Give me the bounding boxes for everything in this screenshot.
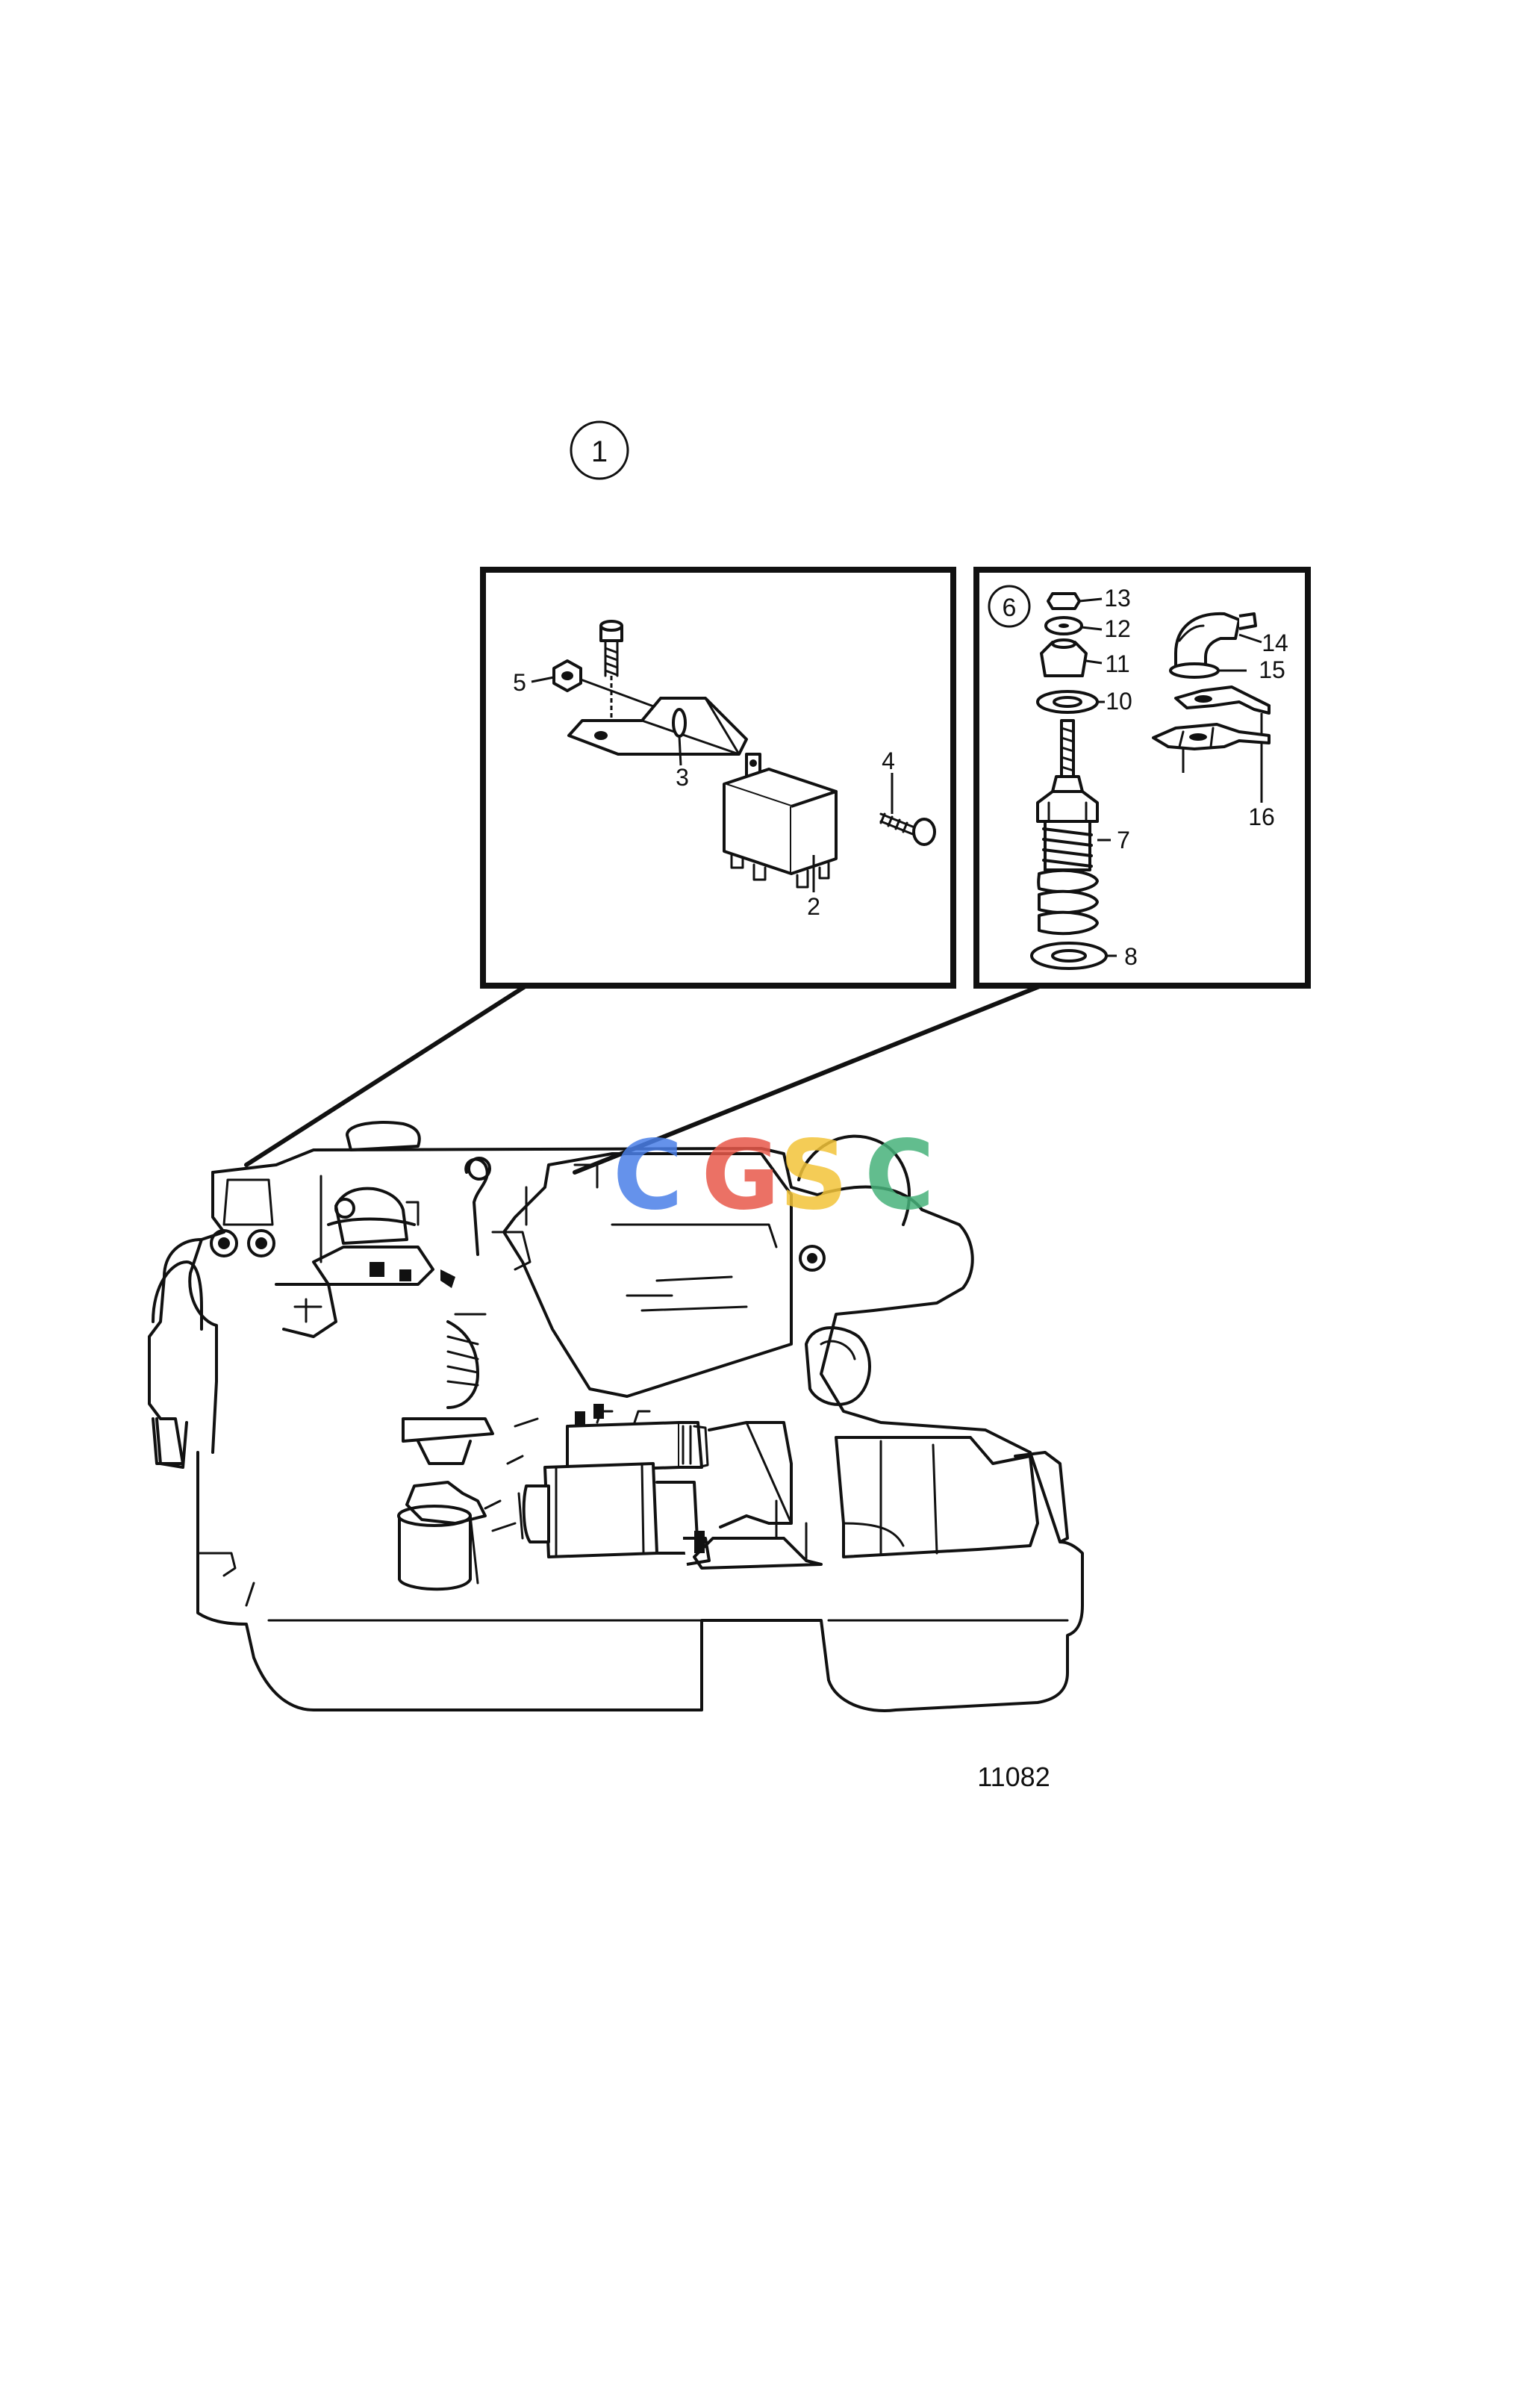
- relay-inset-frame: 5 3 2: [480, 567, 956, 989]
- relay-inset-border: [480, 567, 956, 989]
- watermark: C G S C: [613, 1120, 935, 1231]
- watermark-letter-4: C: [864, 1120, 935, 1231]
- part-9-label: 10: [1106, 688, 1132, 715]
- watermark-letter-3: S: [779, 1120, 848, 1231]
- part-2-relay: 2: [723, 753, 838, 920]
- part-4-label: 4: [882, 747, 895, 774]
- frame-connector-lines: [244, 983, 1044, 1175]
- oil-filter: [397, 1481, 487, 1591]
- engine-illustration: [148, 1121, 1084, 1712]
- part-10-label: 11: [1105, 650, 1129, 677]
- part-7-glow-plug: 7: [1036, 719, 1130, 936]
- part-11-label: 12: [1104, 615, 1131, 642]
- part-13-label: 14: [1262, 629, 1288, 656]
- part-9-washer: 10: [1036, 688, 1132, 715]
- starter-motor: [517, 1404, 711, 1566]
- part-2-label: 2: [807, 893, 820, 920]
- part-3-bracket: 3: [567, 697, 748, 791]
- part-13-cover: 14: [1174, 612, 1288, 670]
- part-5-nut: 5: [513, 659, 673, 715]
- part-5-label: 5: [513, 669, 526, 696]
- figure-number: 11082: [977, 1762, 1050, 1792]
- part-8-label: 8: [1124, 943, 1138, 970]
- part-16-terminal: [1152, 723, 1271, 773]
- part-8-washer: 8: [1030, 942, 1138, 970]
- part-14-label: 15: [1259, 656, 1285, 683]
- view-callout-1: 1: [570, 420, 629, 480]
- part-12-label: 13: [1104, 585, 1131, 612]
- part-15-label: 16: [1248, 803, 1275, 830]
- part-12-nut: 13: [1047, 585, 1131, 612]
- view-callout-6-label: 6: [1003, 594, 1017, 622]
- watermark-letter-2: G: [701, 1120, 779, 1231]
- part-3-label: 3: [676, 764, 689, 791]
- part-7-label: 7: [1117, 827, 1130, 853]
- glow-plug-inset-border: [973, 567, 1311, 989]
- watermark-letter-1: C: [613, 1120, 683, 1231]
- part-11-washer: 12: [1044, 615, 1131, 642]
- part-4-screw: 4: [879, 747, 936, 846]
- part-14-washer: 15: [1169, 656, 1285, 683]
- part-10-insulator: 11: [1040, 638, 1130, 677]
- glow-plug-inset-frame: 6 13 12 11 10: [973, 567, 1311, 989]
- view-callout-1-label: 1: [591, 435, 608, 468]
- view-callout-6: 6: [988, 585, 1031, 628]
- part-15-terminal: 16: [1174, 685, 1275, 830]
